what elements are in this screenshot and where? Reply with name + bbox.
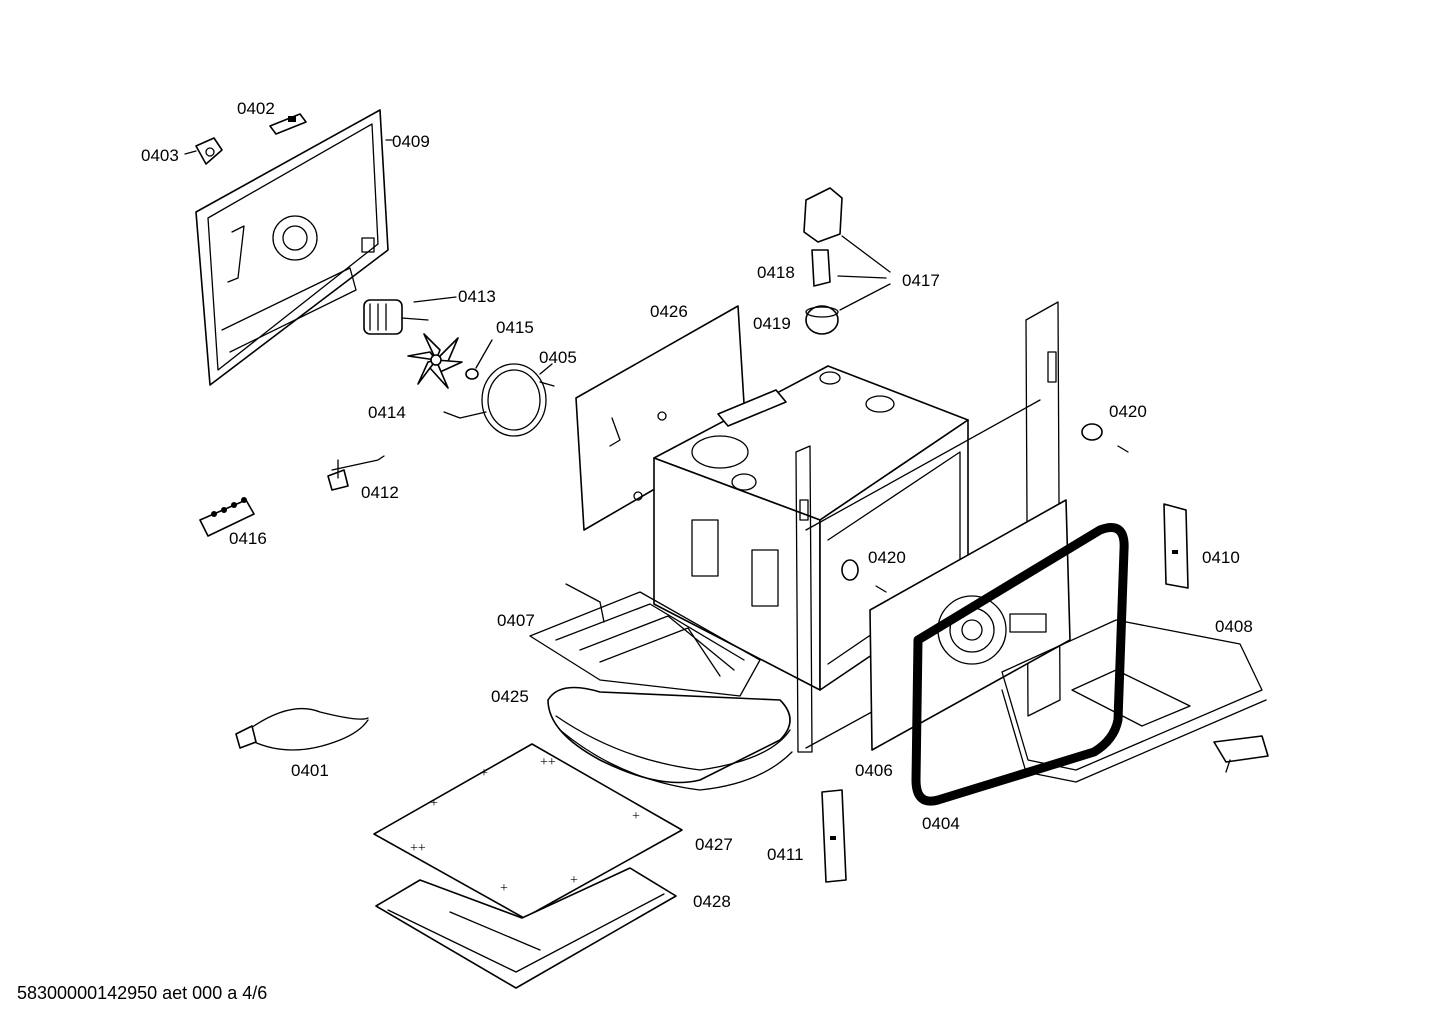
svg-text:+: + (500, 881, 508, 896)
part-label-0415: 0415 (496, 318, 534, 337)
part-label-0414: 0414 (368, 403, 406, 422)
back-panel-part (195, 109, 389, 386)
power-cable-part (235, 708, 369, 751)
fan-motor-part (363, 296, 457, 335)
part-label-0407: 0407 (497, 611, 535, 630)
part-label-0416: 0416 (229, 529, 267, 548)
oven-cavity-part (653, 365, 969, 691)
document-code: 58300000142950 aet 000 a 4/6 (17, 983, 268, 1003)
sensor-bracket-part (327, 455, 385, 491)
bottom-insulation-part (547, 686, 793, 791)
part-label-0405: 0405 (539, 348, 577, 367)
part-label-0420-side: 0420 (868, 548, 906, 567)
part-label-0413: 0413 (458, 287, 496, 306)
part-label-0402: 0402 (237, 99, 275, 118)
part-label-0403: 0403 (141, 146, 179, 165)
oven-lamp-part (803, 187, 891, 335)
side-rail-front-part (821, 789, 847, 883)
svg-text:+: + (632, 809, 640, 824)
part-label-0404: 0404 (922, 814, 960, 833)
fan-blade-part (407, 333, 463, 389)
door-gasket-part (911, 523, 1129, 806)
insulation-plate-part: + ++ + + ++ + + (373, 743, 683, 919)
part-label-0408: 0408 (1215, 617, 1253, 636)
lamp-cover-side-part (841, 559, 887, 593)
part-label-0418: 0418 (757, 263, 795, 282)
part-label-0406: 0406 (855, 761, 893, 780)
front-frame-part (795, 301, 1061, 753)
side-rail-right-part (1163, 503, 1189, 589)
svg-text:++: ++ (410, 841, 426, 856)
svg-text:+: + (480, 766, 488, 781)
part-label-0428: 0428 (693, 892, 731, 911)
ring-heater-part (443, 363, 555, 437)
door-hinge-part (1213, 735, 1269, 773)
nut-part (465, 339, 493, 380)
leader-lines (184, 139, 393, 155)
part-label-0419: 0419 (753, 314, 791, 333)
part-label-0409: 0409 (392, 132, 430, 151)
lamp-cover-top-part (1081, 423, 1129, 453)
part-label-0412: 0412 (361, 483, 399, 502)
part-label-0410: 0410 (1202, 548, 1240, 567)
part-label-0411: 0411 (767, 845, 804, 864)
bottom-heater-part (529, 583, 761, 697)
svg-text:+: + (430, 796, 438, 811)
terminal-block-part (269, 113, 307, 135)
part-label-0420-top: 0420 (1109, 402, 1147, 421)
part-label-0427: 0427 (695, 835, 733, 854)
svg-text:++: ++ (540, 755, 556, 770)
oven-shelf-part (1001, 619, 1267, 783)
part-label-0426: 0426 (650, 302, 688, 321)
part-label-0417: 0417 (902, 271, 940, 290)
svg-text:+: + (570, 873, 578, 888)
part-label-0401: 0401 (291, 761, 329, 780)
bottom-tray-part (375, 867, 677, 989)
part-label-0425: 0425 (491, 687, 529, 706)
terminal-strip-part (199, 497, 255, 537)
switch-part (195, 137, 223, 165)
